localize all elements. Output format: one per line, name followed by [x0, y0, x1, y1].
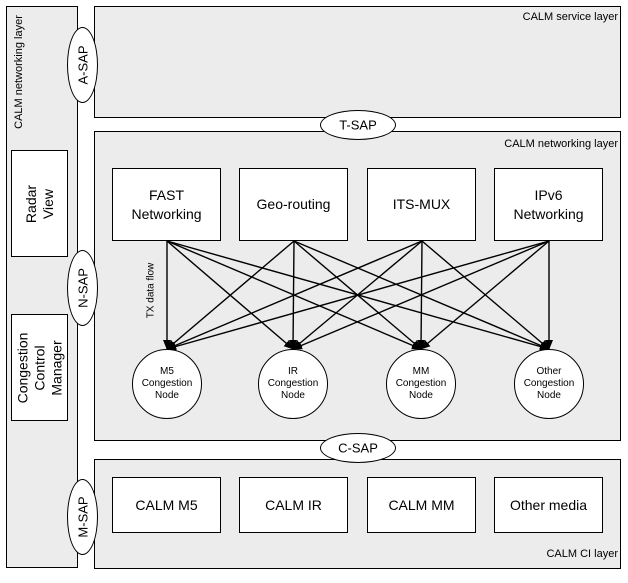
- calm-m5-box: CALM M5: [112, 477, 221, 533]
- service-layer-panel: [94, 6, 621, 118]
- fast-networking-box: FAST Networking: [112, 168, 221, 241]
- calm-ir-box: CALM IR: [239, 477, 348, 533]
- geo-routing-box: Geo-routing: [239, 168, 348, 241]
- flow-arrow-2-0: [166, 240, 423, 350]
- left-networking-bar: [6, 6, 78, 568]
- ir-congestion-node: IR Congestion Node: [258, 349, 328, 419]
- congestion-control-manager-box: Congestion Control Manager: [11, 314, 68, 421]
- networking-layer-label: CALM networking layer: [504, 138, 618, 150]
- mm-congestion-node: MM Congestion Node: [386, 349, 456, 419]
- ipv6-networking-box: IPv6 Networking: [494, 168, 603, 241]
- calm-mm-box: CALM MM: [367, 477, 476, 533]
- flow-arrow-1-0: [166, 240, 295, 350]
- m5-congestion-node: M5 Congestion Node: [132, 349, 202, 419]
- service-layer-label: CALM service layer: [522, 11, 618, 23]
- n-sap: N-SAP: [67, 250, 98, 326]
- its-mux-box: ITS-MUX: [367, 168, 476, 241]
- c-sap: C-SAP: [320, 433, 396, 463]
- tx-data-flow-label: TX data flow: [145, 262, 157, 319]
- radar-view-box: Radar View: [11, 150, 68, 257]
- flow-arrow-3-0: [166, 240, 550, 351]
- a-sap: A-SAP: [67, 27, 98, 103]
- other-media-box: Other media: [494, 477, 603, 533]
- m-sap: M-SAP: [67, 479, 98, 555]
- ci-layer-label: CALM CI layer: [546, 548, 618, 560]
- flow-arrow-3-2: [420, 240, 550, 350]
- t-sap: T-SAP: [320, 110, 396, 140]
- other-congestion-node: Other Congestion Node: [514, 349, 584, 419]
- flow-arrow-3-1: [292, 240, 550, 350]
